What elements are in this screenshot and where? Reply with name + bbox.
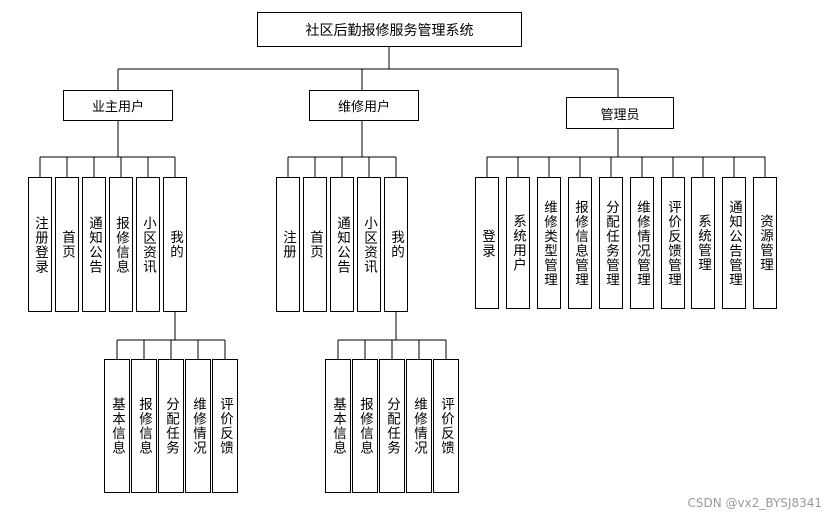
owner-module-box: 通知公告 <box>82 177 106 312</box>
repair-mine-sub-label: 分配任务 <box>384 397 400 455</box>
repair-module-mine-box: 我的 <box>384 177 408 312</box>
repair-mine-sub-label: 报修信息 <box>357 397 373 455</box>
admin-module-box: 报修信息管理 <box>568 177 592 309</box>
owner-mine-sub-label: 报修信息 <box>136 397 152 455</box>
owner-mine-sub-label: 维修情况 <box>190 397 206 455</box>
admin-module-label: 报修信息管理 <box>572 199 588 287</box>
admin-module-box: 资源管理 <box>753 177 777 309</box>
role-owner-label: 业主用户 <box>91 100 144 115</box>
repair-module-box: 通知公告 <box>330 177 354 312</box>
owner-mine-sub-box: 分配任务 <box>158 359 184 493</box>
owner-mine-sub-label: 评价反馈 <box>217 397 233 455</box>
repair-module-label: 注册 <box>280 230 296 259</box>
owner-module-box: 报修信息 <box>109 177 133 312</box>
role-repair-label: 维修用户 <box>337 100 390 115</box>
owner-module-label: 注册登录 <box>32 215 48 274</box>
admin-module-box: 通知公告管理 <box>722 177 746 309</box>
admin-module-label: 维修类型管理 <box>541 199 557 287</box>
admin-module-box: 系统管理 <box>691 177 715 309</box>
admin-module-box: 评价反馈管理 <box>661 177 685 309</box>
admin-module-label: 资源管理 <box>757 214 773 272</box>
admin-module-box: 维修类型管理 <box>537 177 561 309</box>
admin-module-label: 维修情况管理 <box>634 199 650 287</box>
role-owner-box: 业主用户 <box>63 90 173 121</box>
admin-module-label: 系统管理 <box>695 214 711 272</box>
owner-module-label: 首页 <box>59 230 75 259</box>
admin-module-label: 评价反馈管理 <box>665 199 681 287</box>
owner-mine-sub-label: 基本信息 <box>109 397 125 455</box>
system-title-box: 社区后勤报修服务管理系统 <box>257 12 522 47</box>
repair-mine-sub-label: 维修情况 <box>411 397 427 455</box>
repair-module-label: 我的 <box>388 230 404 259</box>
system-title: 社区后勤报修服务管理系统 <box>305 22 474 39</box>
owner-module-label: 小区资讯 <box>140 215 156 274</box>
owner-module-mine-box: 我的 <box>163 177 187 312</box>
admin-module-label: 系统用户 <box>510 214 526 272</box>
owner-module-box: 注册登录 <box>28 177 52 312</box>
repair-module-box: 注册 <box>276 177 300 312</box>
owner-mine-sub-box: 报修信息 <box>131 359 157 493</box>
admin-module-box: 分配任务管理 <box>599 177 623 309</box>
repair-mine-sub-box: 评价反馈 <box>433 359 459 493</box>
repair-module-label: 小区资讯 <box>361 215 377 274</box>
admin-module-label: 通知公告管理 <box>726 199 742 287</box>
repair-module-label: 通知公告 <box>334 215 350 274</box>
admin-module-label: 分配任务管理 <box>603 199 619 287</box>
repair-module-box: 小区资讯 <box>357 177 381 312</box>
repair-mine-sub-box: 基本信息 <box>325 359 351 493</box>
admin-module-label: 登录 <box>479 228 495 258</box>
role-admin-label: 管理员 <box>600 107 640 123</box>
repair-module-label: 首页 <box>307 230 323 259</box>
admin-module-box: 维修情况管理 <box>630 177 654 309</box>
repair-mine-sub-box: 维修情况 <box>406 359 432 493</box>
owner-module-label: 通知公告 <box>86 215 102 274</box>
owner-module-label: 报修信息 <box>113 215 129 274</box>
admin-module-box: 系统用户 <box>506 177 530 309</box>
repair-mine-sub-label: 评价反馈 <box>438 397 454 455</box>
watermark-text: CSDN @vx2_BYSJ8341 <box>687 496 822 510</box>
owner-mine-sub-box: 评价反馈 <box>212 359 238 493</box>
repair-mine-sub-box: 报修信息 <box>352 359 378 493</box>
owner-module-box: 首页 <box>55 177 79 312</box>
admin-module-box: 登录 <box>475 177 499 309</box>
repair-mine-sub-box: 分配任务 <box>379 359 405 493</box>
owner-mine-sub-box: 基本信息 <box>104 359 130 493</box>
owner-mine-sub-box: 维修情况 <box>185 359 211 493</box>
owner-module-label: 我的 <box>167 230 183 259</box>
role-repair-box: 维修用户 <box>309 90 419 121</box>
owner-mine-sub-label: 分配任务 <box>163 397 179 455</box>
repair-mine-sub-label: 基本信息 <box>330 397 346 455</box>
repair-module-box: 首页 <box>303 177 327 312</box>
role-admin-box: 管理员 <box>566 97 674 129</box>
owner-module-box: 小区资讯 <box>136 177 160 312</box>
